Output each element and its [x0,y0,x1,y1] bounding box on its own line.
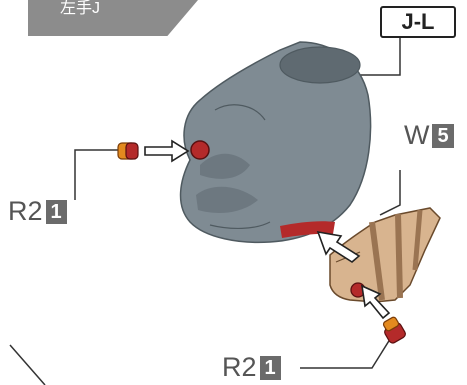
hand-socket [191,141,209,159]
assembly-label-box: J-L [380,6,456,38]
hand-body [181,42,371,242]
callout-r2-bottom: R2 1 [222,352,281,383]
callout-r2-left-number: 1 [46,200,67,224]
callout-w-letter: W [404,120,429,151]
callout-r2-left-letter: R2 [8,196,43,227]
callout-w-number: 5 [432,124,453,148]
assembly-label: J-L [402,9,435,34]
insert-arrow-left [145,141,188,161]
callout-r2-left: R2 1 [8,196,67,227]
r2-peg-bottom [382,316,406,344]
callout-r2-bottom-letter: R2 [222,352,257,383]
callout-w: W 5 [404,120,454,151]
callout-r2-bottom-number: 1 [260,356,281,380]
r2-bottom-leader-line [300,336,392,368]
r2-peg-left [118,143,138,159]
w-leader-line [380,170,400,215]
corner-leader-line [10,345,45,385]
r2-left-leader-line [75,150,118,200]
